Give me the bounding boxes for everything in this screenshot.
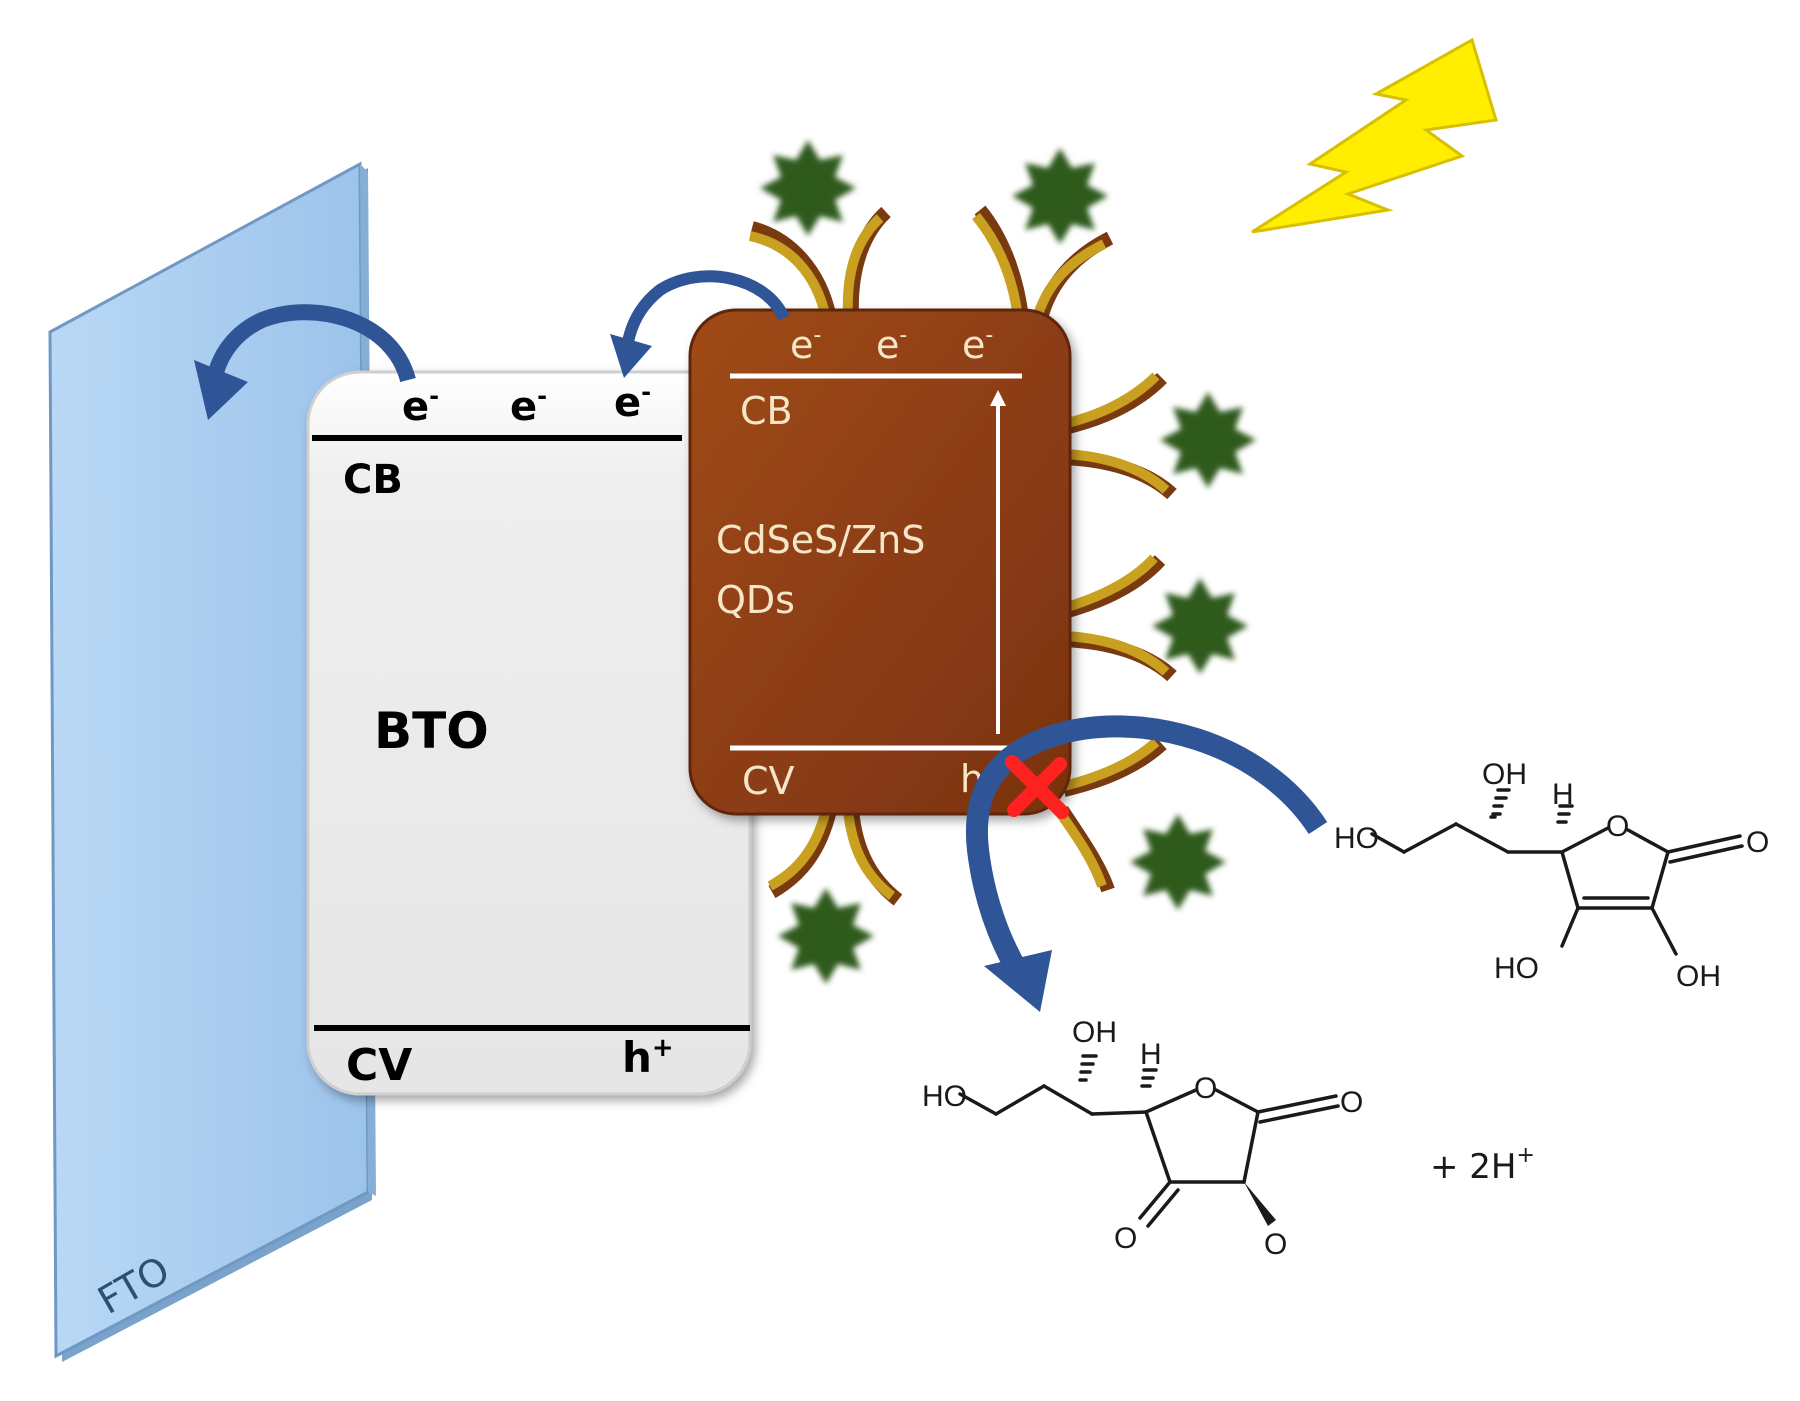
star-4 (1152, 578, 1248, 674)
product-ring-o: O (1194, 1072, 1217, 1105)
star-2 (1012, 148, 1108, 244)
bto-block: CB CV BTO e- e- e- h+ (306, 370, 752, 1096)
qd-vb-label: CV (742, 759, 795, 803)
bto-electron-1: e- (402, 382, 439, 430)
byproduct-protons: + 2H+ (1430, 1143, 1535, 1187)
blocked-recombination-cross-icon (1005, 755, 1069, 819)
product-keto-o2: O (1264, 1228, 1287, 1261)
bto-electron-3: e- (614, 378, 651, 426)
light-lightning-icon (1251, 37, 1498, 234)
reactant-oh-top: OH (1482, 758, 1527, 791)
reactant-ring-o: O (1606, 810, 1629, 843)
star-5 (1130, 814, 1226, 910)
dye-stars (760, 140, 1256, 984)
bto-cb-label: CB (343, 457, 403, 503)
arrow-qd-to-bto (622, 270, 790, 344)
bto-name: BTO (374, 702, 489, 760)
ligand-shell (748, 205, 1177, 906)
qd-electron-1: e- (790, 323, 821, 367)
ascorbic-acid-molecule: OH H HO O O HO OH (1334, 758, 1769, 993)
qd-cb-label: CB (740, 389, 793, 433)
reactant-carbonyl-o: O (1746, 826, 1769, 859)
reactant-oh-bottom: OH (1676, 960, 1721, 993)
qd-electron-3: e- (962, 323, 993, 367)
product-h: H (1140, 1038, 1162, 1071)
qd-electron-2: e- (876, 323, 907, 367)
product-carbonyl-o: O (1340, 1086, 1363, 1119)
star-6 (778, 888, 874, 984)
arrow-bto-to-fto (208, 304, 416, 383)
qd-name-line2: QDs (716, 578, 795, 622)
electron-transfer-arrows (194, 270, 790, 420)
dehydroascorbic-acid-molecule: OH H HO O O O O (922, 1016, 1363, 1261)
bto-vb-label: CV (346, 1040, 412, 1091)
product-keto-o1: O (1114, 1222, 1137, 1255)
product-ho-left: HO (922, 1080, 967, 1113)
product-oh-top: OH (1072, 1016, 1117, 1049)
qd-block: CB CV CdSeS/ZnS QDs e- e- e- h+ (688, 308, 1072, 816)
qd-name-line1: CdSeS/ZnS (716, 518, 925, 562)
reactant-ho-bottom: HO (1494, 952, 1539, 985)
bto-hole: h+ (622, 1033, 674, 1082)
bto-electron-2: e- (510, 382, 547, 430)
reactant-ho-left: HO (1334, 822, 1379, 855)
star-1 (760, 140, 856, 236)
reactant-h: H (1552, 778, 1574, 811)
star-3 (1160, 392, 1256, 488)
